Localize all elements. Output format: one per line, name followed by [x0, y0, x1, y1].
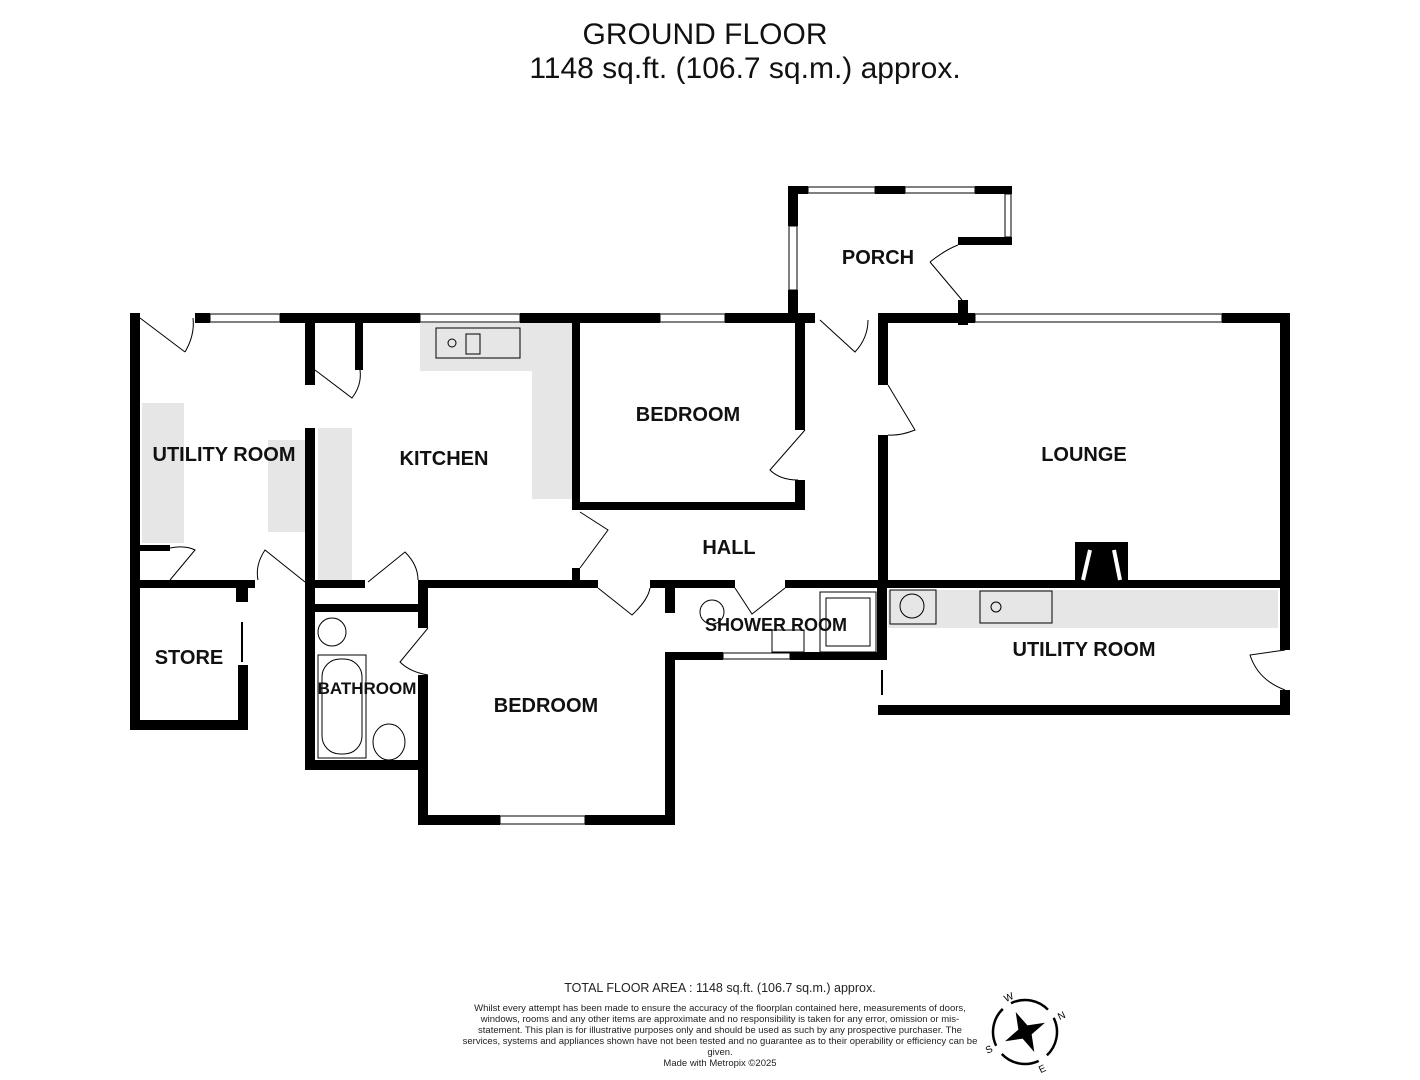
total-floor-area: TOTAL FLOOR AREA : 1148 sq.ft. (106.7 sq…	[564, 981, 876, 995]
compass-e: N	[1056, 1010, 1067, 1023]
floor-title: GROUND FLOOR	[582, 18, 828, 51]
compass-icon: W N E S	[984, 991, 1067, 1076]
room-label-utility-room-2: UTILITY ROOM	[1013, 639, 1156, 661]
room-label-lounge: LOUNGE	[1041, 444, 1127, 466]
compass-s: E	[1037, 1063, 1048, 1076]
room-labels: PORCH UTILITY ROOM KITCHEN BEDROOM LOUNG…	[153, 247, 1156, 717]
room-label-kitchen: KITCHEN	[400, 448, 489, 470]
credit: Made with Metropix ©2025	[663, 1058, 777, 1069]
room-label-hall: HALL	[702, 537, 755, 559]
room-label-bathroom: BATHROOM	[318, 679, 417, 698]
room-label-bedroom: BEDROOM	[636, 404, 740, 426]
compass-w: S	[984, 1044, 995, 1057]
room-label-bedroom-2: BEDROOM	[494, 695, 598, 717]
room-label-utility-room: UTILITY ROOM	[153, 444, 296, 466]
doors	[139, 244, 1286, 691]
fixtures	[317, 327, 1122, 761]
room-label-shower-room: SHOWER ROOM	[705, 615, 847, 635]
disclaimer: Whilst every attempt has been made to en…	[460, 1003, 980, 1069]
room-label-store: STORE	[155, 647, 224, 669]
worktops	[142, 323, 1278, 628]
disclaimer-text: Whilst every attempt has been made to en…	[462, 1003, 978, 1058]
floor-area: 1148 sq.ft. (106.7 sq.m.) approx.	[529, 52, 961, 85]
room-label-porch: PORCH	[842, 247, 914, 269]
windows	[130, 186, 1223, 825]
